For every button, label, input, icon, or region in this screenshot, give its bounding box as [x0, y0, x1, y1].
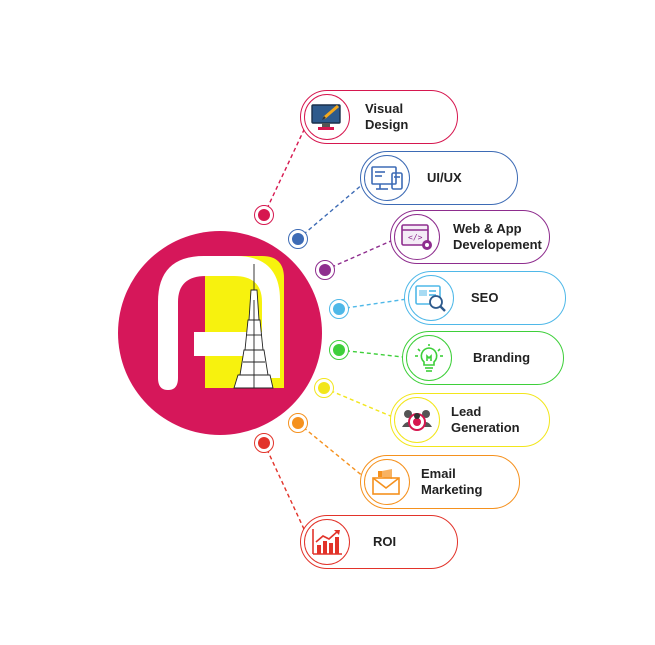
node-dot-web-app-developement	[315, 260, 335, 280]
svg-text:</>: </>	[408, 233, 423, 242]
service-label: ROI	[373, 534, 397, 549]
growth-chart-icon	[304, 519, 350, 565]
lightbulb-icon	[406, 335, 452, 381]
service-pill-lead-generation: Lead Generation	[390, 393, 550, 447]
service-pill-branding: Branding	[402, 331, 564, 385]
node-dot-branding	[329, 340, 349, 360]
service-pill-web-app-developement: </> Web & App Developement	[390, 210, 550, 264]
service-label: SEO	[471, 290, 499, 305]
service-label: Lead Generation	[451, 404, 520, 435]
email-megaphone-icon	[364, 459, 410, 505]
node-dot-visual-design	[254, 205, 274, 225]
monitor-pen-icon	[304, 94, 350, 140]
service-pill-visual-design: Visual Design	[300, 90, 458, 144]
wireframe-devices-icon	[364, 155, 410, 201]
search-analytics-icon	[408, 275, 454, 321]
connector-ui-ux	[297, 177, 371, 240]
connector-seo	[338, 297, 415, 310]
service-pill-ui-ux: UI/UX	[360, 151, 518, 205]
connector-branding	[338, 349, 413, 359]
connector-email-marketing	[297, 422, 371, 483]
target-people-icon	[394, 397, 440, 443]
service-pill-email-marketing: Email Marketing	[360, 455, 520, 509]
service-label: UI/UX	[427, 170, 462, 185]
service-label: Web & App Developement	[453, 221, 542, 252]
service-label: Visual Design	[365, 101, 409, 132]
node-dot-lead-generation	[314, 378, 334, 398]
node-dot-roi	[254, 433, 274, 453]
node-dot-seo	[329, 299, 349, 319]
code-window-gear-icon: </>	[394, 214, 440, 260]
node-dot-email-marketing	[288, 413, 308, 433]
node-dot-ui-ux	[288, 229, 308, 249]
service-pill-roi: ROI	[300, 515, 458, 569]
service-pill-seo: SEO	[404, 271, 566, 325]
service-label: Email Marketing	[421, 466, 483, 497]
service-label: Branding	[473, 350, 531, 365]
